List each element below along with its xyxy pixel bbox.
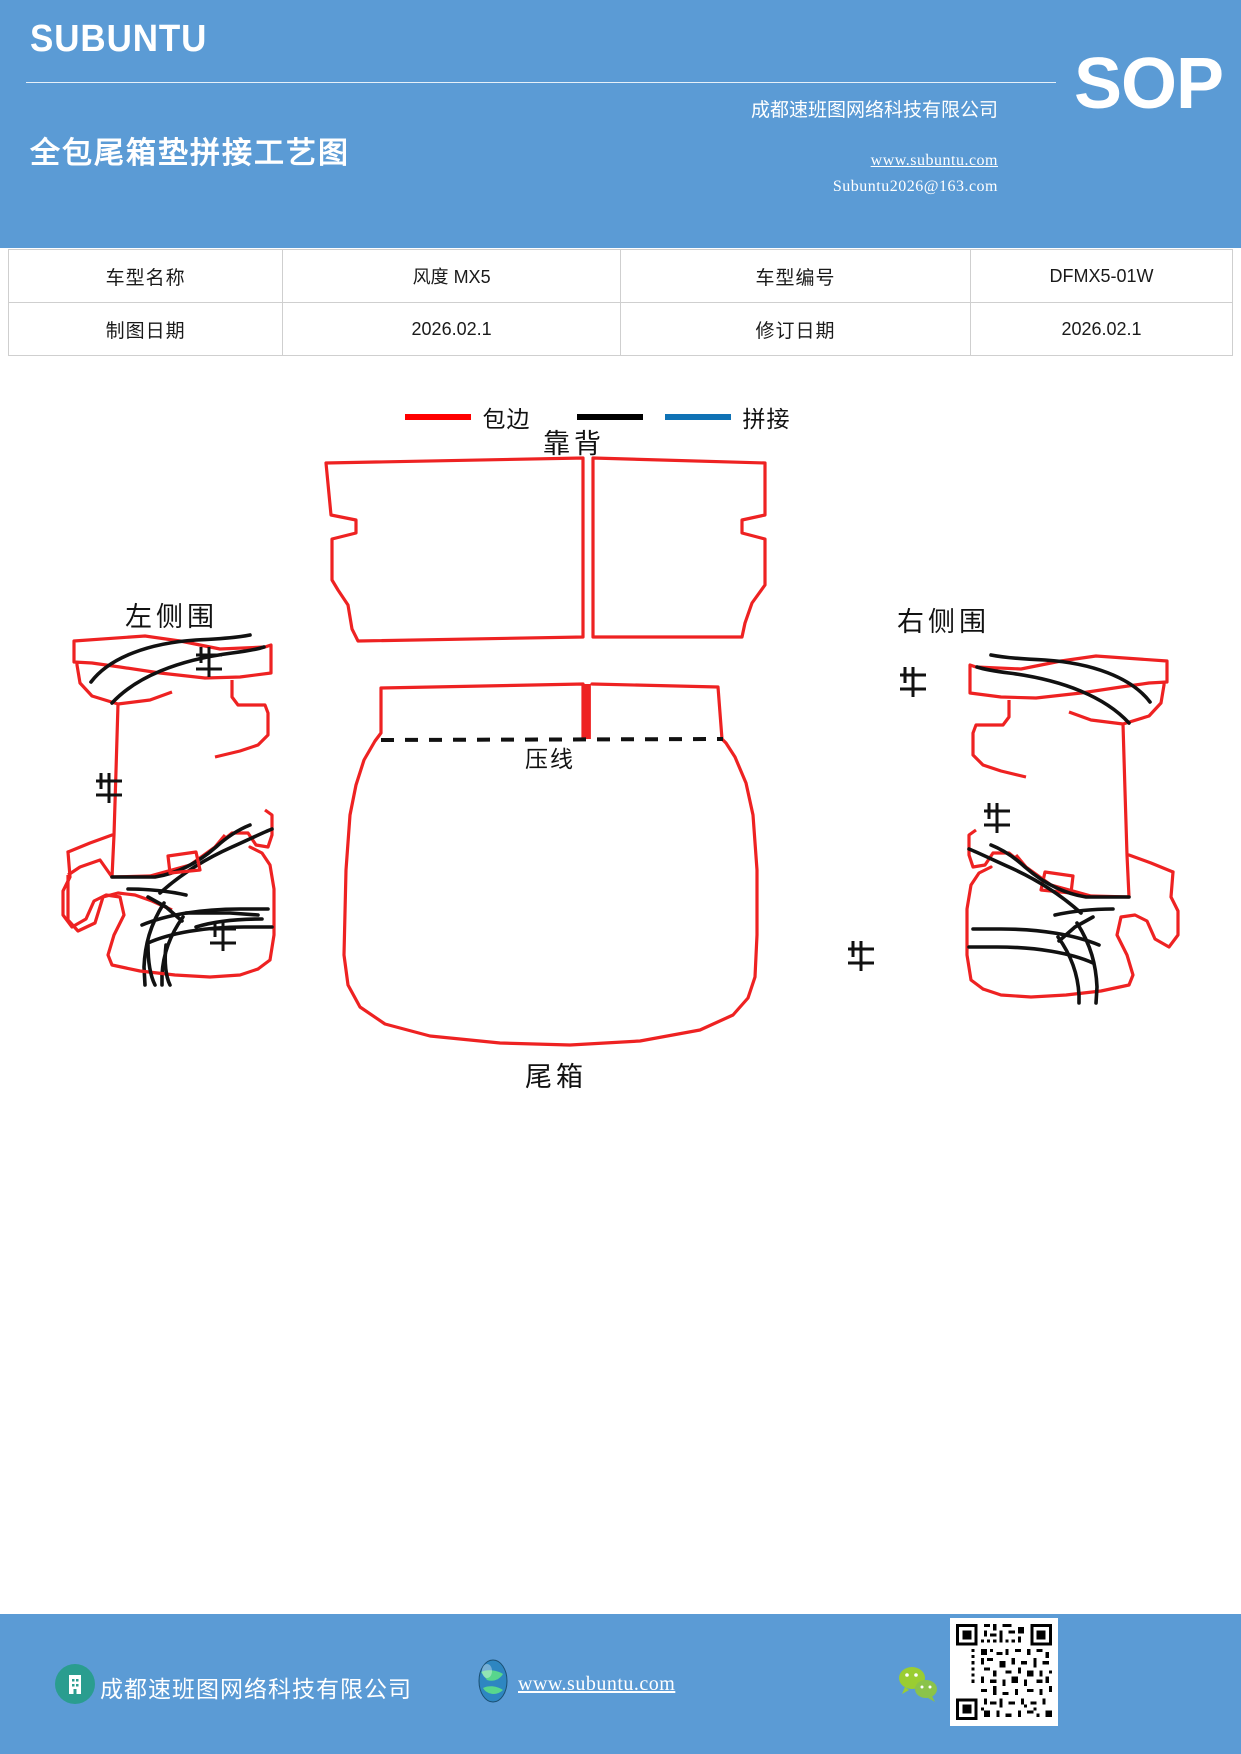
label-right-side: 右侧围 <box>897 607 990 637</box>
left-side-black-seam-4 <box>158 827 274 895</box>
cell-model-name-value: 风度 MX5 <box>282 249 621 303</box>
left-side-black-seam-7 <box>184 911 264 929</box>
cell-model-code-value: DFMX5-01W <box>970 249 1233 303</box>
label-trunk: 尾箱 <box>525 1062 587 1092</box>
left-side-black-seam-1 <box>89 633 252 684</box>
sop-badge: SOP <box>1073 44 1224 124</box>
table-row: 车型名称 风度 MX5 车型编号 DFMX5-01W <box>7 249 1233 303</box>
cell-draw-date-label: 制图日期 <box>7 302 284 356</box>
left-side-inner-window-red <box>166 850 202 875</box>
table-row: 制图日期 2026.02.1 修订日期 2026.02.1 <box>7 302 1233 356</box>
cell-revision-date-value: 2026.02.1 <box>970 302 1233 356</box>
left-side-outer-lower-red <box>61 850 260 979</box>
right-side-black-seam-2 <box>975 665 1131 725</box>
left-side-black-seam-8 <box>140 907 274 945</box>
technical-drawing-area: 靠背 左侧围 右侧围 尾箱 压线 <box>0 415 1241 1135</box>
stop-mark-right-lower <box>984 803 1010 833</box>
left-side-black-seam-3 <box>110 823 252 879</box>
stop-mark-left-lower <box>96 773 122 803</box>
header-email: Subuntu2026@163.com <box>832 178 998 195</box>
right-side-black-seam-4 <box>967 847 1083 915</box>
legend-swatch-blue-icon <box>664 414 731 420</box>
right-side-outer-lower-red <box>981 870 1180 999</box>
stop-mark-left-upper <box>196 647 222 677</box>
right-side-black-seam-1 <box>989 653 1152 704</box>
right-side-black-seam-6 <box>1056 921 1099 1005</box>
wechat-icon <box>899 1667 937 1702</box>
legend-label-splice: 拼接 <box>742 407 791 432</box>
right-side-outer-lower-red-2 <box>1127 853 1175 874</box>
legend-swatch-red-icon <box>404 414 471 420</box>
backrest-left-outline <box>324 456 585 643</box>
footer-company-name: 成都速班图网络科技有限公司 <box>100 1677 412 1702</box>
legend-label-edge-binding: 包边 <box>482 407 531 432</box>
page-title: 全包尾箱垫拼接工艺图 <box>30 137 350 170</box>
legend-item-splice: 拼接 <box>576 400 837 434</box>
footer-website-link[interactable]: www.subuntu.com <box>518 1673 676 1695</box>
legend-item-edge-binding: 包边 <box>404 400 577 434</box>
cell-model-code-label: 车型编号 <box>619 249 972 303</box>
cell-revision-date-label: 修订日期 <box>619 302 972 356</box>
qr-code-matrix-icon <box>953 1621 1055 1723</box>
stop-mark-right-bottom <box>848 941 874 971</box>
backrest-right-outline <box>591 456 767 639</box>
page-header: SUBUNTU 全包尾箱垫拼接工艺图 成都速班图网络科技有限公司 www.sub… <box>0 0 1241 248</box>
right-side-outer-right-red <box>965 865 993 991</box>
left-side-outer-right-red <box>248 845 276 971</box>
legend: 包边 拼接 <box>0 400 1241 434</box>
building-glyph-icon <box>69 1675 81 1694</box>
legend-swatch-black-icon <box>576 414 643 420</box>
vehicle-info-table: 车型名称 风度 MX5 车型编号 DFMX5-01W 制图日期 2026.02.… <box>7 249 1233 356</box>
left-side-outer-lower-red-2 <box>66 833 114 854</box>
trunk-outline <box>342 682 759 1047</box>
right-side-black-seam-7 <box>967 927 1101 965</box>
qr-code <box>950 1618 1058 1726</box>
stop-mark-right-upper <box>900 667 926 697</box>
press-line-dashed <box>380 737 724 742</box>
right-side-black-seam-3 <box>989 843 1131 899</box>
label-left-side: 左侧围 <box>125 602 218 632</box>
label-backrest: 靠背 <box>543 429 605 459</box>
trunk-center-notch <box>584 684 591 739</box>
brand-logo: SUBUNTU <box>30 18 208 60</box>
header-company-name: 成都速班图网络科技有限公司 <box>750 100 998 121</box>
stop-mark-left-bottom <box>210 921 236 951</box>
left-side-black-seam-9 <box>146 943 172 987</box>
right-side-panel-group <box>965 653 1180 1005</box>
company-building-icon <box>55 1664 95 1704</box>
header-divider <box>26 82 1056 83</box>
cell-model-name-label: 车型名称 <box>7 249 284 303</box>
right-side-inner-window-red <box>1039 870 1075 895</box>
parts-layout-svg <box>61 456 1180 1047</box>
label-press-line: 压线 <box>525 747 575 772</box>
cell-draw-date-value: 2026.02.1 <box>282 302 621 356</box>
header-website-link[interactable]: www.subuntu.com <box>870 152 998 169</box>
globe-icon <box>478 1659 508 1703</box>
